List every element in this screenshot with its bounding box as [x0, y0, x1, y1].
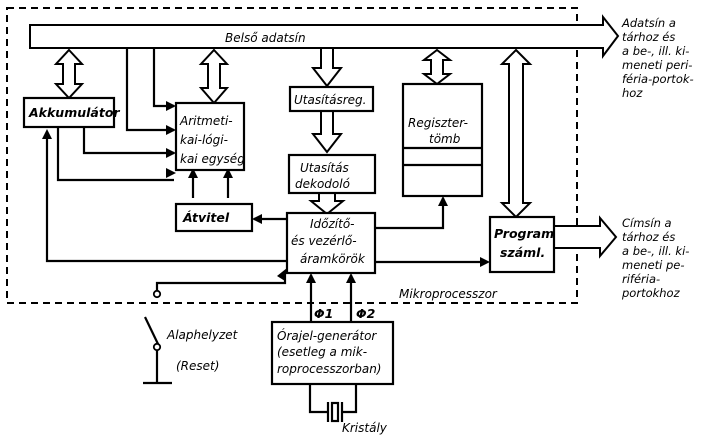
carry-block: [174, 202, 254, 233]
address-bus-note-6: portokhoz: [621, 286, 681, 300]
carry-label: Átvitel: [182, 210, 230, 225]
reset-line: [155, 272, 287, 292]
microprocessor-label: Mikroprocesszor: [399, 287, 498, 301]
bus-to-alu-wire-1: [125, 48, 174, 132]
instruction-register-decoder-arrow: [310, 110, 344, 154]
crystal-wire: [308, 384, 328, 414]
control-label-1: Időzítő-: [310, 217, 355, 231]
program-counter-label-2: száml.: [500, 245, 545, 260]
bus-instruction-register-arrow: [310, 47, 344, 88]
phi1-label: Φ1: [314, 306, 333, 321]
accumulator-label: Akkumulátor: [28, 105, 120, 120]
phi2-label: Φ2: [356, 306, 375, 321]
bus-program-counter-arrow: [499, 48, 533, 219]
reset-label: Alaphelyzet: [166, 328, 239, 342]
alu-label-2: kai-lógi-: [180, 133, 228, 147]
program-counter-block: [488, 215, 556, 274]
instruction-decoder-label-2: dekodoló: [295, 177, 350, 191]
instruction-register-label: Utasításreg.: [294, 93, 367, 107]
address-bus-note-3: a be-, ill. ki-: [622, 244, 689, 258]
address-bus: [553, 215, 618, 259]
data-bus-note-6: hoz: [622, 86, 643, 100]
internal-data-bus-label: Belső adatsín: [225, 31, 306, 45]
instruction-decoder-label-1: Utasítás: [300, 161, 349, 175]
register-file-label-1: Regiszter-: [408, 116, 468, 130]
bus-accumulator-arrow: [53, 48, 85, 100]
address-bus-note-5: riféria-: [622, 272, 660, 286]
control-block: [285, 211, 377, 275]
accumulator-to-alu-wire: [82, 127, 174, 155]
reset-switch-lever: [144, 316, 159, 345]
accumulator-block: [22, 96, 116, 129]
crystal-symbol: [330, 401, 340, 423]
register-to-alu-wire: [56, 127, 174, 182]
clock-generator-label-2: (esetleg a mik-: [277, 345, 367, 359]
control-label-2: és vezérlő-: [291, 234, 357, 248]
clock-generator-label-3: roprocesszorban): [277, 362, 381, 376]
bus-register-file-arrow: [421, 48, 453, 86]
decoder-control-arrow: [308, 192, 346, 216]
alu-label-1: Aritmeti-: [179, 114, 233, 128]
address-bus-note-1: Címsín a: [622, 216, 672, 230]
bus-alu-arrow: [198, 48, 230, 105]
control-to-register-file-wire: [375, 198, 445, 230]
instruction-register-block: [288, 85, 375, 113]
alu-block: [174, 101, 246, 172]
control-to-accumulator-wire: [45, 132, 287, 263]
internal-data-bus: [29, 14, 620, 59]
control-label-3: áramkörök: [300, 252, 366, 266]
clock-generator-block: [270, 320, 395, 386]
bus-to-alu-wire-2: [152, 48, 174, 108]
address-bus-note-2: tárhoz és: [622, 230, 675, 244]
reset-switch-contact-top: [152, 289, 162, 299]
instruction-decoder-block: [287, 153, 377, 195]
register-file-block: [401, 82, 484, 198]
reset-switch-contact-bottom: [152, 342, 162, 352]
program-counter-label-1: Program: [494, 226, 554, 241]
data-bus-note-4: meneti peri-: [622, 58, 692, 72]
alu-label-3: kai egység: [180, 152, 245, 166]
data-bus-note-3: a be-, ill. ki-: [622, 44, 689, 58]
crystal-label: Kristály: [342, 421, 388, 435]
reset-paren-label: (Reset): [176, 359, 219, 373]
data-bus-note-2: tárhoz és: [622, 30, 675, 44]
register-file-label-2: tömb: [429, 132, 461, 146]
data-bus-note-5: féria-portok-: [622, 72, 694, 86]
data-bus-note-1: Adatsín a: [621, 16, 676, 30]
address-bus-note-4: meneti pe-: [622, 258, 685, 272]
clock-generator-label-1: Órajel-generátor: [277, 328, 377, 343]
